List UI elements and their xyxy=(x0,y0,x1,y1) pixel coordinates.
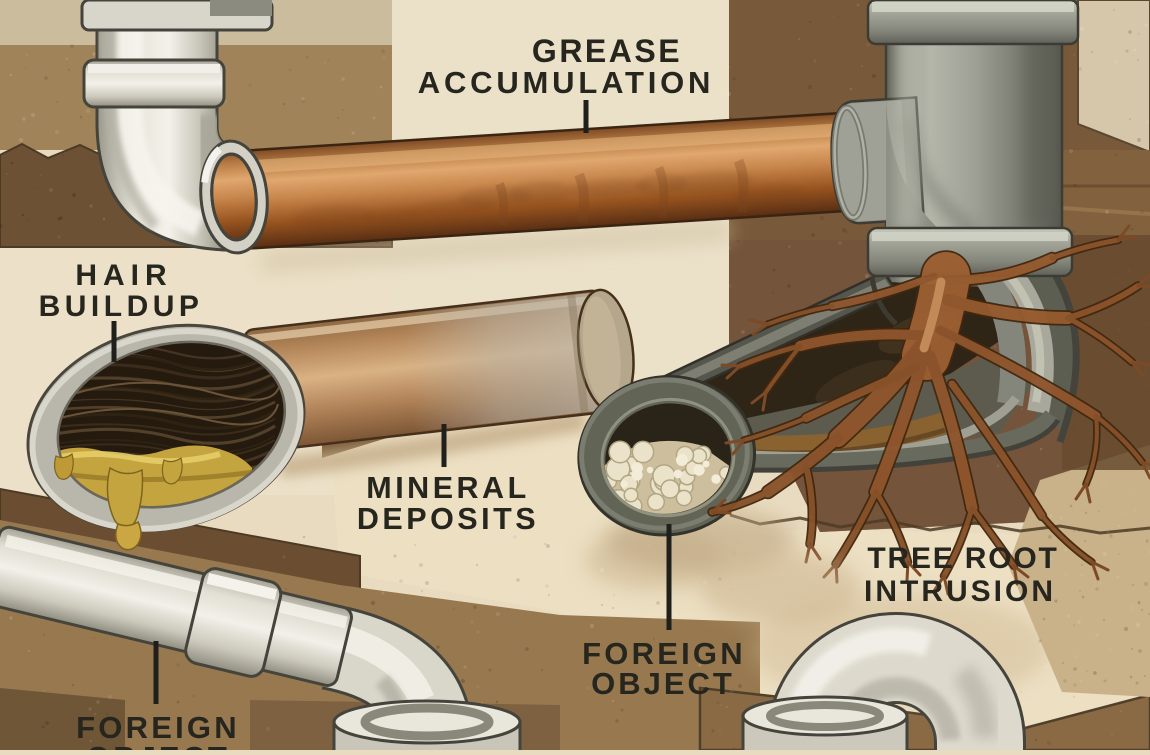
svg-text:OBJECT: OBJECT xyxy=(591,666,735,701)
svg-text:BUILDUP: BUILDUP xyxy=(39,290,204,323)
svg-text:MINERAL: MINERAL xyxy=(366,471,529,505)
svg-text:GREASE: GREASE xyxy=(532,33,682,69)
svg-text:DEPOSITS: DEPOSITS xyxy=(357,502,539,536)
svg-text:INTRUSION: INTRUSION xyxy=(864,575,1056,608)
svg-text:HAIR: HAIR xyxy=(75,259,172,292)
svg-text:OBJECT: OBJECT xyxy=(86,740,230,750)
svg-text:ACCUMULATION: ACCUMULATION xyxy=(418,65,714,100)
svg-text:TREE ROOT: TREE ROOT xyxy=(867,542,1058,575)
